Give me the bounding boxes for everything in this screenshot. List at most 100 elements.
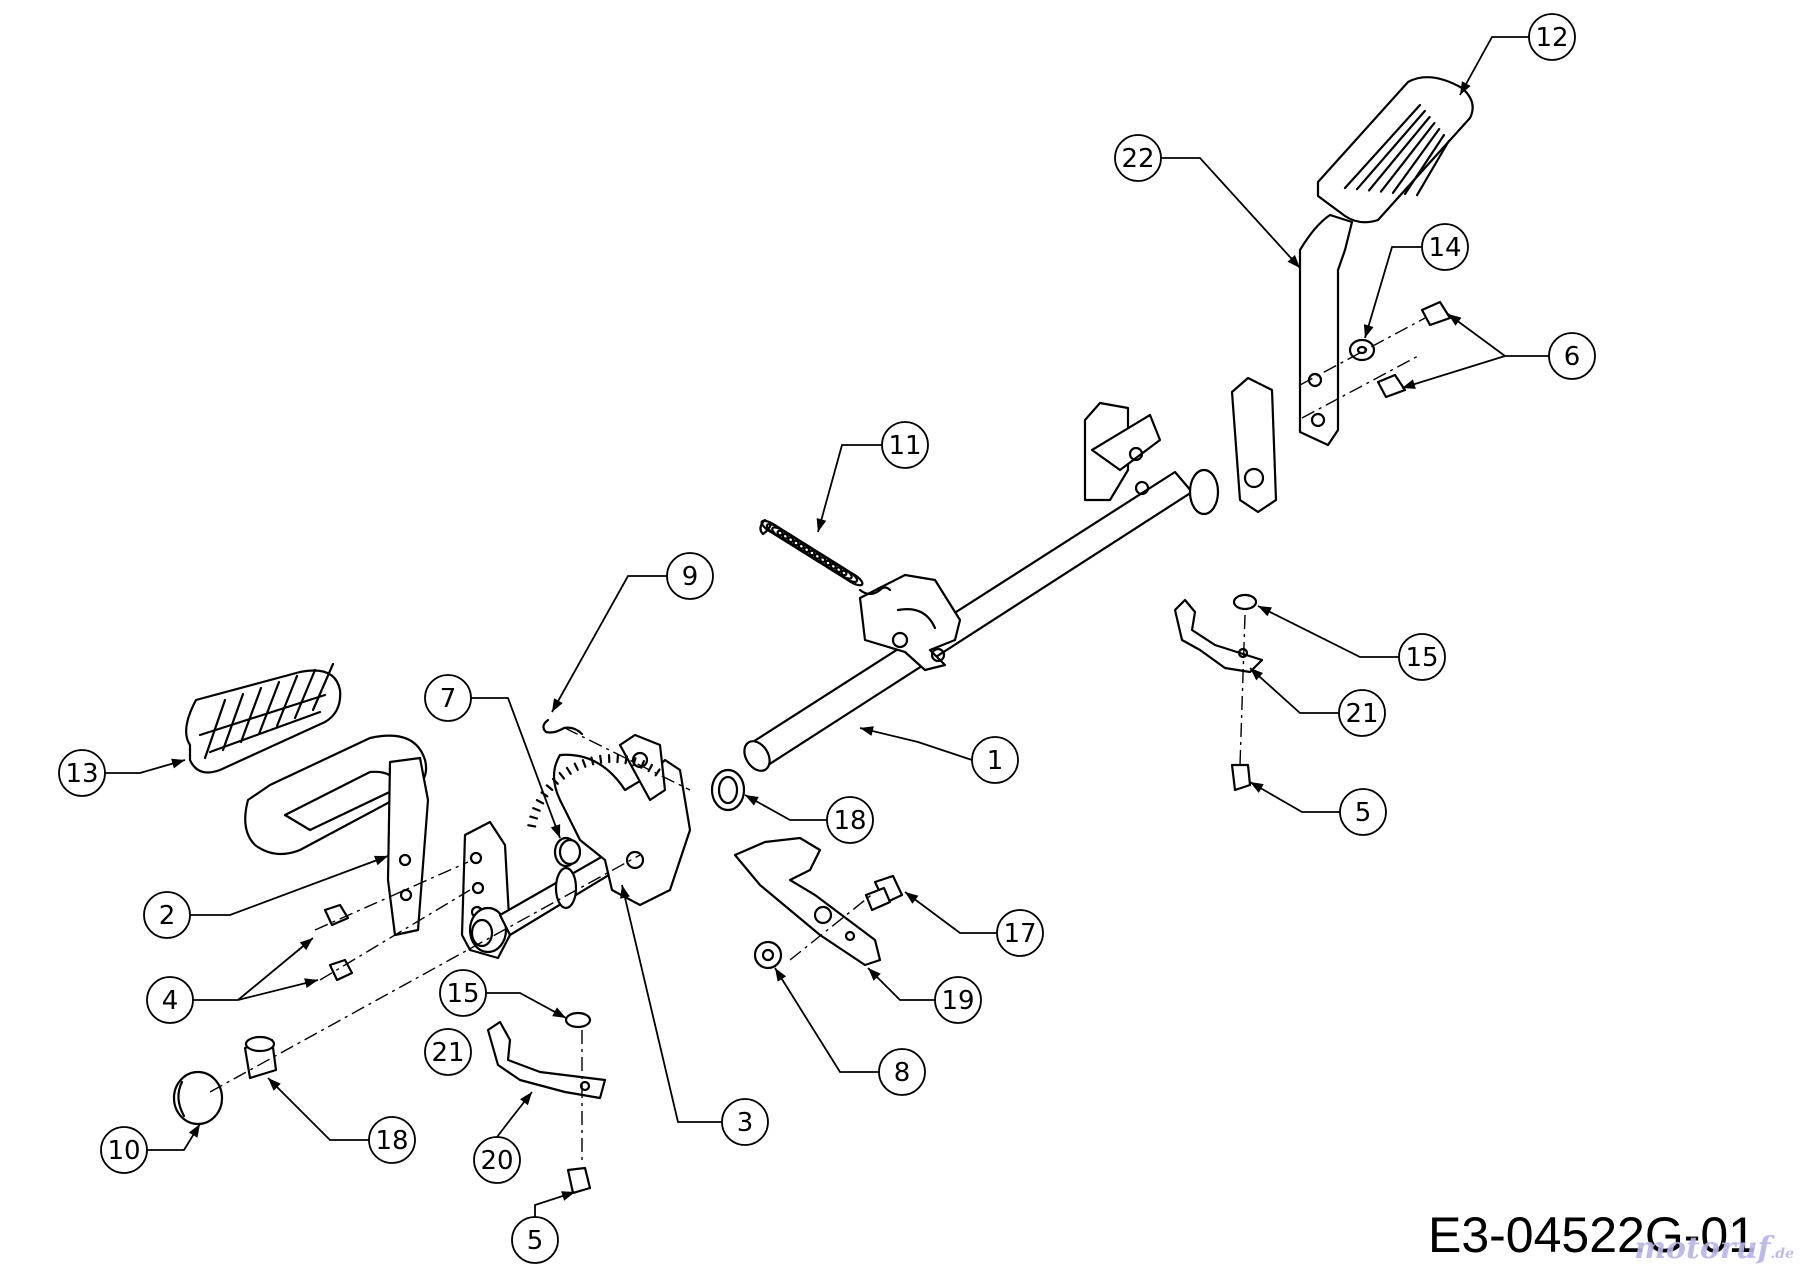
callout-arrowhead: [552, 1007, 566, 1018]
callout-arrowhead: [374, 855, 388, 866]
callout-number: 10: [107, 1136, 140, 1166]
bushing-upper: [710, 768, 746, 812]
watermark-name: motoruf: [1634, 1231, 1771, 1266]
pawl-lever: [733, 836, 882, 967]
callout-arrowhead: [520, 1092, 532, 1106]
callout: 21: [424, 1028, 472, 1076]
callout: 8: [774, 967, 926, 1096]
callout-circle: [368, 1116, 416, 1164]
callout: 18: [267, 1077, 416, 1164]
callout-arrowhead: [620, 885, 630, 899]
callout-number: 9: [682, 562, 699, 592]
callout-number: 3: [737, 1108, 754, 1138]
callout-leader: [1447, 313, 1549, 357]
callout: 19: [867, 967, 982, 1024]
bolts-6: [1348, 300, 1452, 399]
callout-circle: [971, 736, 1019, 784]
callout-leader: [1257, 605, 1399, 658]
callout-circle: [666, 552, 714, 600]
callout-number: 5: [1355, 798, 1372, 828]
callout-arrowhead: [550, 824, 561, 838]
callout-number: 1: [987, 746, 1004, 776]
callout-arrowhead: [561, 1191, 575, 1201]
callout-number: 17: [1003, 919, 1036, 949]
callout: 17: [904, 891, 1044, 957]
cap-10: [172, 1070, 224, 1126]
callout-number: 14: [1428, 233, 1461, 263]
callout-arrowhead: [268, 1078, 281, 1091]
callout: 4: [146, 937, 319, 1024]
callout: 15: [1257, 605, 1446, 681]
callout-arrowhead: [745, 795, 759, 806]
callout-arrowhead: [1250, 782, 1264, 793]
callout-leader: [237, 937, 314, 1001]
callout-number: 8: [894, 1058, 911, 1088]
callout-circle: [143, 891, 191, 939]
callout-arrowhead: [304, 978, 318, 989]
callout-leader: [621, 884, 722, 1123]
callout-number: 12: [1535, 23, 1568, 53]
callout: 6: [1401, 313, 1596, 389]
callout-arrowhead: [1363, 324, 1374, 338]
callout-number: 18: [375, 1126, 408, 1156]
assembly-axes: [209, 317, 1426, 1165]
nut-8: [753, 940, 783, 970]
callout-number: 20: [480, 1146, 513, 1176]
bolts-4: [323, 903, 354, 982]
callout-number: 21: [431, 1038, 464, 1068]
callout-circle: [1548, 332, 1596, 380]
callout-leader: [744, 794, 827, 821]
callout-number: 11: [888, 431, 921, 461]
callout-leader: [551, 575, 667, 713]
callout: 1: [859, 727, 1019, 784]
callout-leader: [267, 1077, 369, 1141]
pedal-arm-bracket: [1083, 376, 1278, 516]
callout-number: 7: [440, 684, 457, 714]
callout-circle: [1339, 788, 1387, 836]
callout-leader: [867, 967, 935, 1001]
callout: 9: [551, 552, 714, 713]
callout-circle: [424, 674, 472, 722]
callout-leader: [774, 967, 879, 1073]
callout-arrowhead: [860, 726, 874, 736]
callout-leader: [470, 697, 561, 839]
callout-arrowhead: [552, 698, 563, 712]
callout-arrowhead: [1250, 668, 1264, 681]
callout-leader: [193, 979, 319, 1001]
pedal-left: [244, 734, 430, 937]
callout-leader: [105, 759, 186, 774]
callout-circle: [100, 1126, 148, 1174]
callout-leader: [1401, 355, 1506, 389]
callout-leader: [534, 1191, 576, 1217]
callout-circle: [934, 976, 982, 1024]
bushing-lower: [243, 1035, 278, 1080]
callout-number: 22: [1121, 144, 1154, 174]
callout-arrowhead: [1258, 606, 1272, 617]
callout-number: 2: [159, 901, 176, 931]
callout-leader: [1249, 667, 1339, 714]
callout-number: 15: [446, 979, 479, 1009]
callout: 20: [473, 1091, 533, 1184]
callout: 10: [100, 1123, 201, 1174]
watermark-logo: motoruf.de: [1634, 1231, 1794, 1266]
bolt-17: [864, 874, 904, 912]
callout: 15: [439, 969, 567, 1019]
callout-circle: [881, 421, 929, 469]
callout-leader: [1459, 36, 1529, 96]
callout-number: 5: [527, 1226, 544, 1256]
callout-leader: [147, 1123, 201, 1151]
callout-leader: [859, 727, 973, 761]
callout-circle: [424, 1028, 472, 1076]
callout-circle: [1421, 223, 1469, 271]
callout: 11: [817, 421, 929, 533]
callout-number: 15: [1405, 643, 1438, 673]
main-shaft: [743, 470, 1194, 772]
watermark-tld: .de: [1770, 1246, 1794, 1262]
callout-arrowhead: [905, 892, 919, 904]
callout-number: 19: [941, 986, 974, 1016]
callout-leader: [1161, 157, 1301, 269]
slotted-plate: [858, 573, 962, 672]
callout: 5: [1249, 781, 1387, 836]
callout-circle: [996, 909, 1044, 957]
